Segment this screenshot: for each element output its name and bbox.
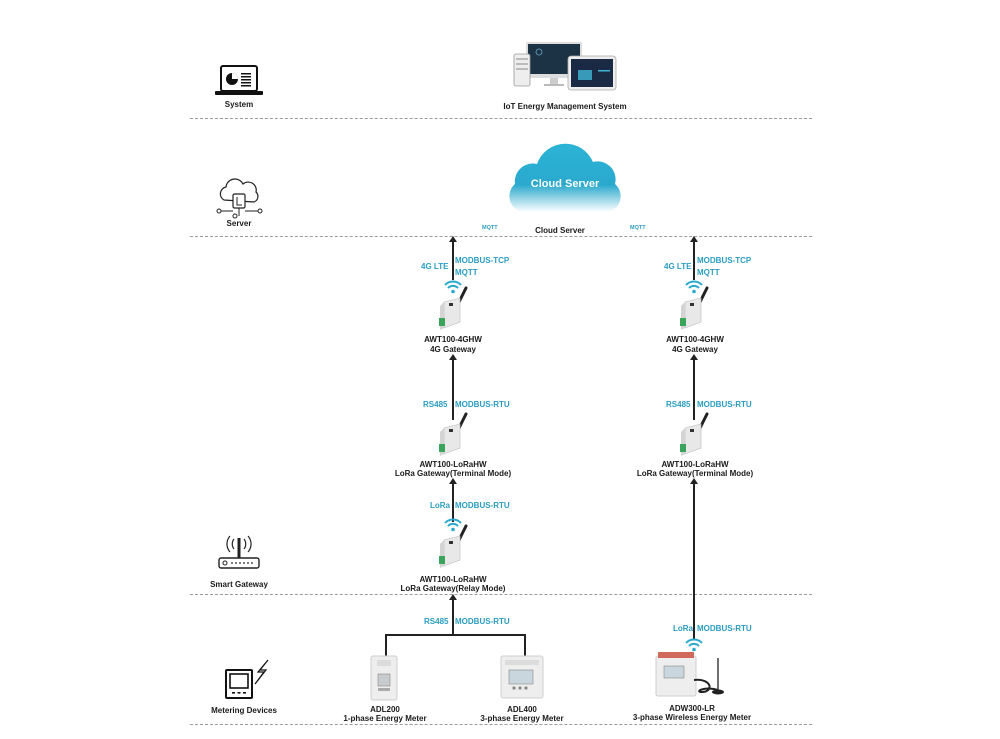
right-wireless-proto-label: MODBUS-RTU bbox=[697, 624, 752, 633]
arrow-up-right-terminal bbox=[690, 478, 698, 484]
left-terminal-proto-label: MODBUS-RTU bbox=[455, 400, 510, 409]
left-terminal-model: AWT100-LoRaHW bbox=[419, 460, 487, 469]
right-terminal-link-label: RS485 bbox=[666, 400, 691, 409]
adw300-desc: 3-phase Wireless Energy Meter bbox=[632, 713, 752, 722]
tier-divider-server bbox=[190, 236, 812, 237]
router-icon bbox=[218, 535, 260, 569]
single-phase-meter-icon bbox=[370, 655, 398, 701]
rs485-bus bbox=[385, 634, 525, 636]
system-name: IoT Energy Management System bbox=[503, 102, 627, 111]
left-4g-proto1-label: MODBUS-TCP bbox=[455, 256, 510, 265]
right-4g-link-label: 4G LTE bbox=[664, 262, 692, 271]
tier-divider-metering bbox=[190, 724, 812, 725]
tier-label-server: Server bbox=[226, 219, 252, 228]
right-4g-desc: 4G Gateway bbox=[672, 345, 718, 354]
link-right-4g-cloud bbox=[693, 240, 695, 280]
adl200-desc: 1-phase Energy Meter bbox=[343, 714, 427, 723]
arrow-up-left-cloud bbox=[449, 236, 457, 242]
right-terminal-proto-label: MODBUS-RTU bbox=[697, 400, 752, 409]
tier-label-metering: Metering Devices bbox=[211, 706, 277, 715]
right-wireless-link-label: LoRa bbox=[673, 624, 693, 633]
meter-lightning-icon bbox=[225, 659, 269, 699]
link-right-terminal-4g bbox=[693, 358, 695, 420]
bus-drop-adl400 bbox=[524, 634, 526, 656]
left-4g-proto2-label: MQTT bbox=[455, 268, 478, 277]
din-rail-gateway-icon bbox=[439, 286, 468, 330]
left-relay-model: AWT100-LoRaHW bbox=[419, 575, 487, 584]
left-relay-proto-label: MODBUS-RTU bbox=[455, 501, 510, 510]
cloud-caption: Cloud Server bbox=[535, 226, 585, 235]
link-left-4g-cloud bbox=[452, 240, 454, 280]
din-rail-gateway-icon bbox=[680, 412, 709, 456]
left-terminal-link-label: RS485 bbox=[423, 400, 448, 409]
arrow-up-left-relay bbox=[449, 594, 457, 600]
tier-divider-gateway bbox=[190, 594, 812, 595]
bus-drop-adl200 bbox=[385, 634, 387, 656]
arrow-up-left-4g bbox=[449, 354, 457, 360]
wifi-icon bbox=[444, 518, 462, 532]
right-4g-proto1-label: MODBUS-TCP bbox=[697, 256, 752, 265]
din-rail-gateway-icon bbox=[439, 524, 468, 568]
adl400-model: ADL400 bbox=[507, 705, 537, 714]
cloud-inner-label: Cloud Server bbox=[530, 178, 600, 190]
cloud-shape bbox=[509, 143, 621, 212]
mqtt-right-label: MQTT bbox=[630, 225, 646, 231]
adw300-model: ADW300-LR bbox=[669, 704, 715, 713]
right-4g-proto2-label: MQTT bbox=[697, 268, 720, 277]
three-phase-meter-icon bbox=[500, 655, 544, 699]
left-terminal-desc: LoRa Gateway(Terminal Mode) bbox=[394, 469, 512, 478]
devices-dashboard-icon bbox=[513, 42, 617, 91]
wifi-icon bbox=[444, 280, 462, 294]
arrow-up-right-4g bbox=[690, 354, 698, 360]
left-4g-link-label: 4G LTE bbox=[421, 262, 449, 271]
right-terminal-model: AWT100-LoRaHW bbox=[661, 460, 729, 469]
link-bus-relay bbox=[452, 598, 454, 635]
left-relay-link-label: LoRa bbox=[430, 501, 450, 510]
din-rail-gateway-icon bbox=[680, 286, 709, 330]
adl400-desc: 3-phase Energy Meter bbox=[480, 714, 564, 723]
din-rail-gateway-icon bbox=[439, 412, 468, 456]
link-right-wireless-terminal bbox=[693, 482, 695, 640]
cloud-server-icon bbox=[216, 178, 263, 219]
right-terminal-desc: LoRa Gateway(Terminal Mode) bbox=[636, 469, 754, 478]
arrow-up-right-cloud bbox=[690, 236, 698, 242]
bus-proto-label: MODBUS-RTU bbox=[455, 617, 510, 626]
left-relay-desc: LoRa Gateway(Relay Mode) bbox=[400, 584, 506, 593]
wireless-meter-icon bbox=[655, 652, 724, 697]
mqtt-left-label: MQTT bbox=[482, 225, 498, 231]
right-4g-model: AWT100-4GHW bbox=[666, 335, 724, 344]
link-left-terminal-4g bbox=[452, 358, 454, 420]
link-left-relay-terminal bbox=[452, 482, 454, 522]
tier-label-gateway: Smart Gateway bbox=[210, 580, 268, 589]
wifi-icon bbox=[685, 638, 703, 652]
laptop-chart-icon bbox=[215, 65, 263, 95]
adl200-model: ADL200 bbox=[370, 705, 400, 714]
wifi-icon bbox=[685, 280, 703, 294]
tier-divider-system bbox=[190, 118, 812, 119]
left-4g-model: AWT100-4GHW bbox=[424, 335, 482, 344]
tier-label-system: System bbox=[224, 100, 254, 109]
bus-link-label: RS485 bbox=[424, 617, 449, 626]
arrow-up-left-terminal bbox=[449, 478, 457, 484]
left-4g-desc: 4G Gateway bbox=[430, 345, 476, 354]
